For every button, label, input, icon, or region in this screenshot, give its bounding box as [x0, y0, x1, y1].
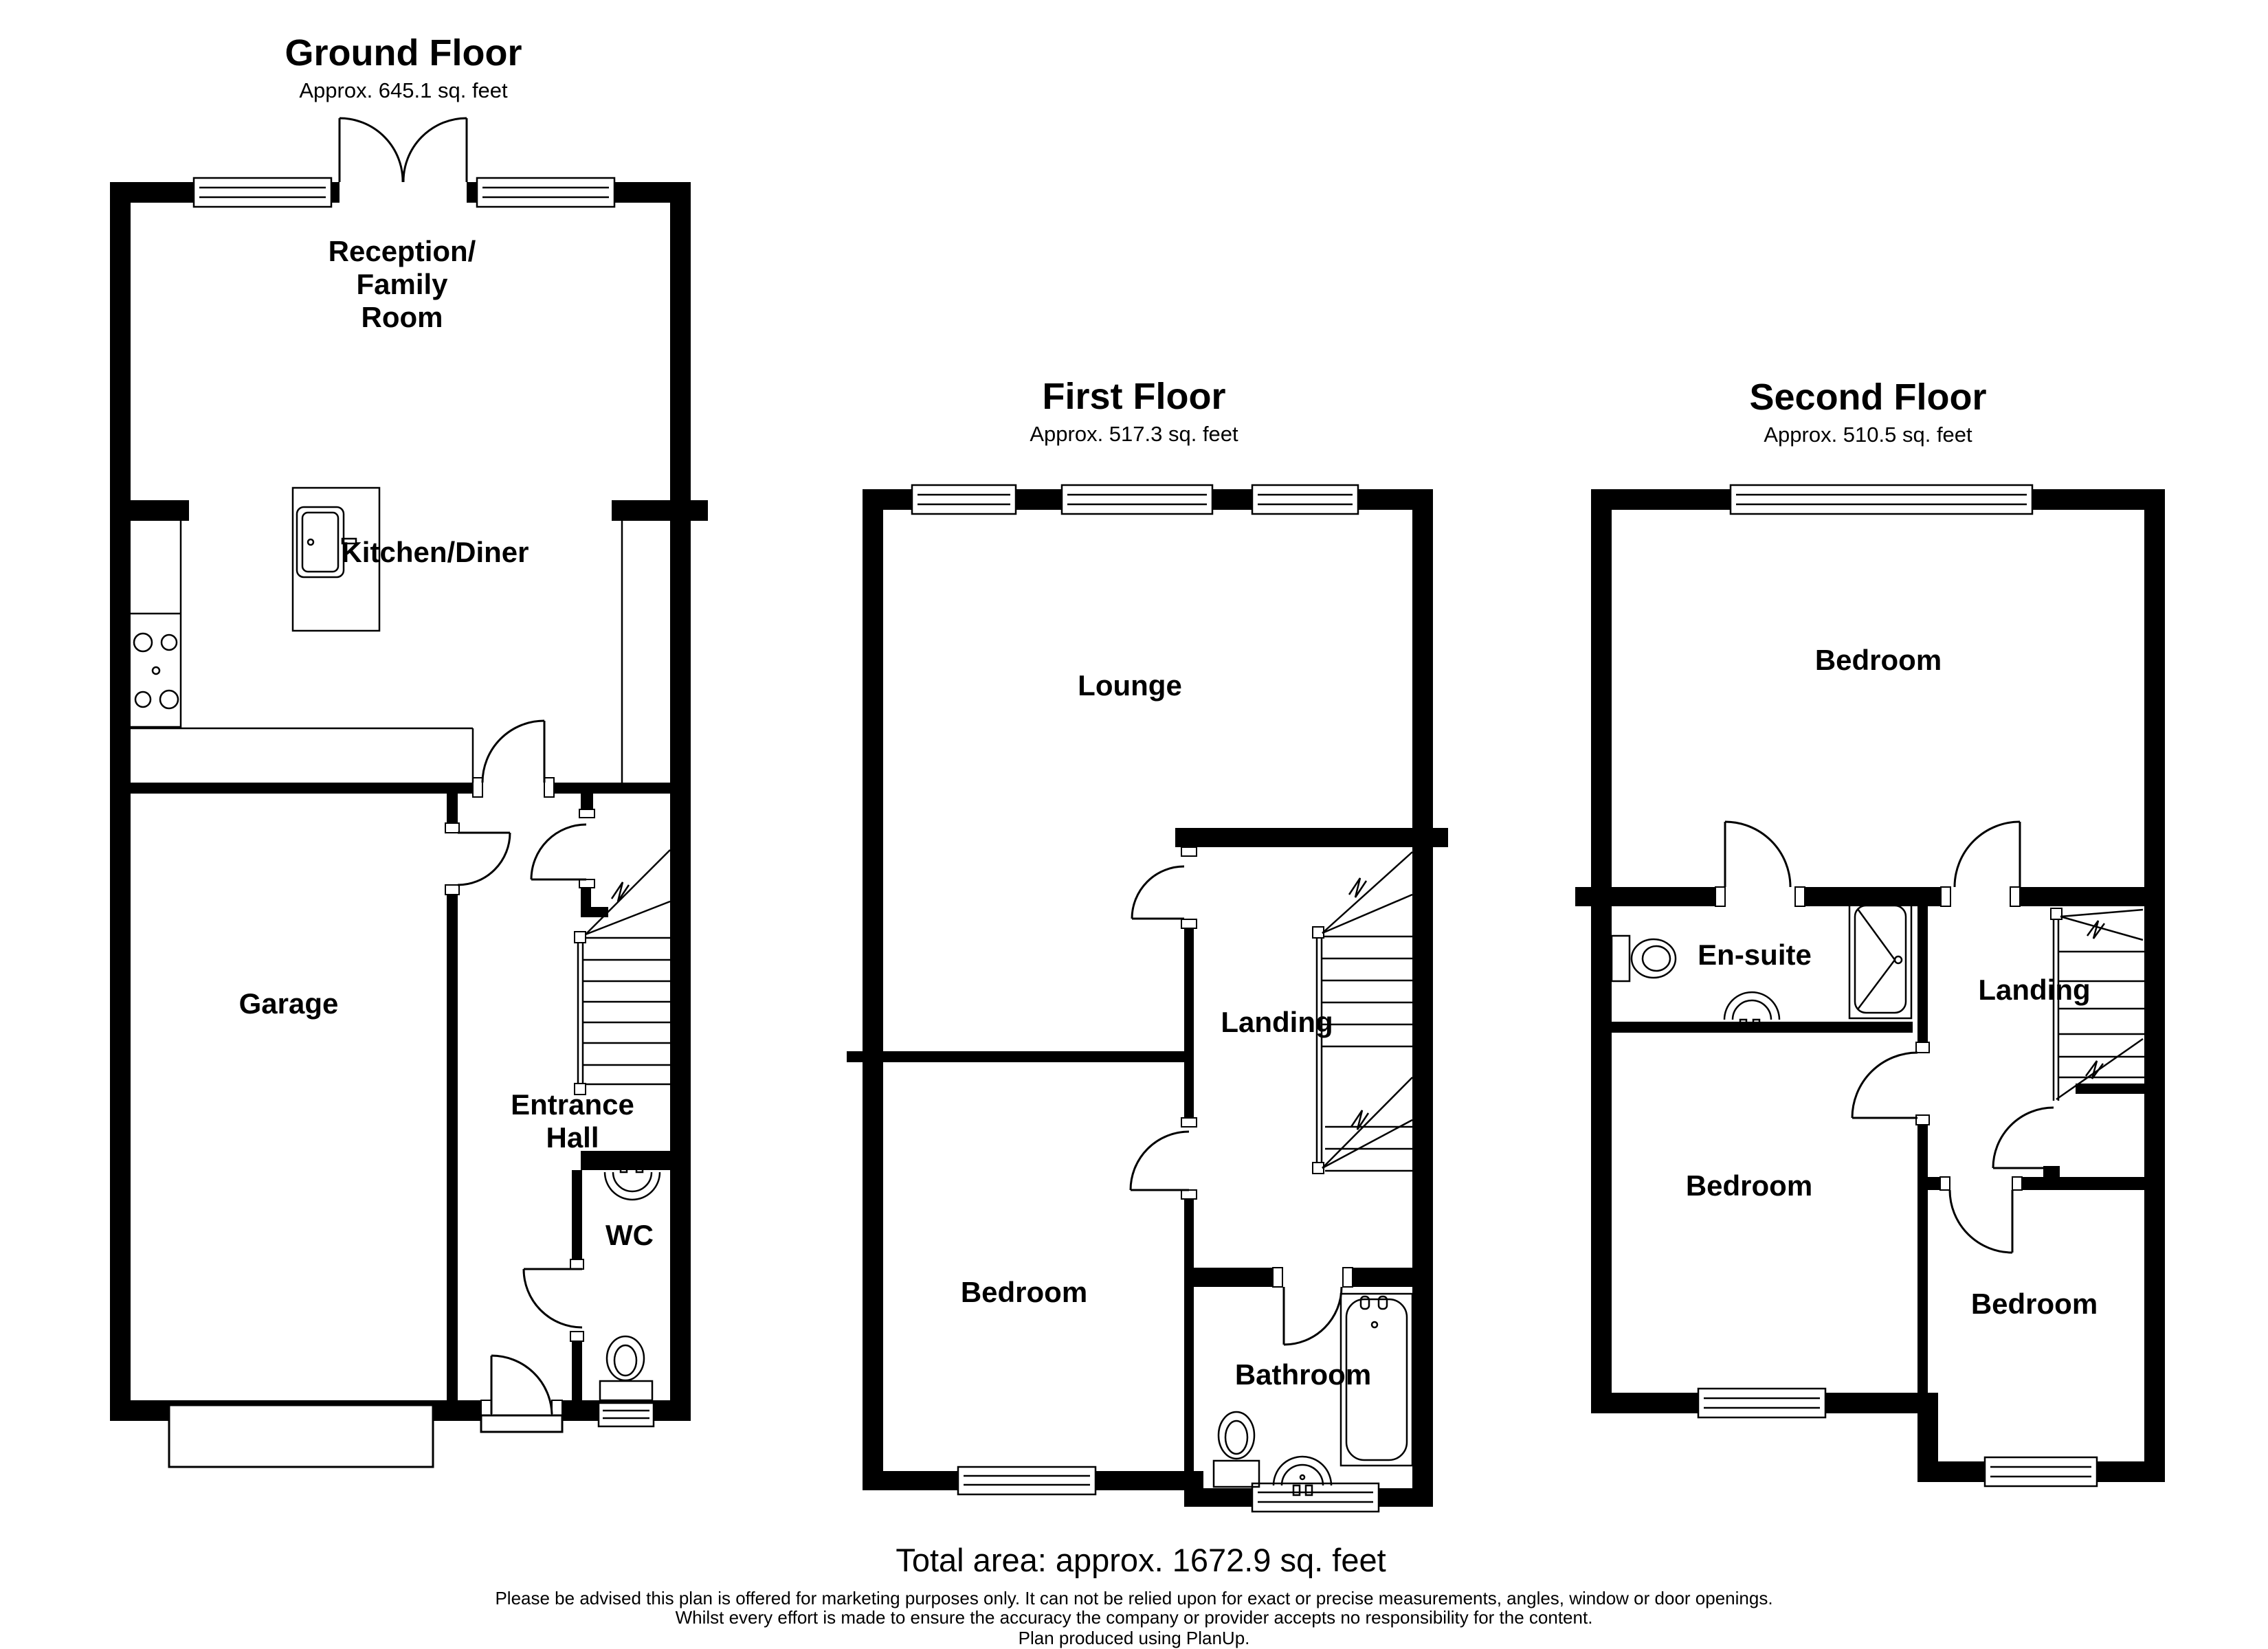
toilet-icon [1212, 1411, 1260, 1488]
garage-door [168, 1404, 434, 1468]
window [192, 177, 333, 208]
window [597, 1402, 655, 1428]
room-label-wc: WC [605, 1219, 654, 1251]
toilet-icon [599, 1335, 654, 1402]
door-swing [1992, 1106, 2054, 1169]
disclaimer-line-1: Please be advised this plan is offered f… [495, 1588, 1772, 1608]
door-swing [445, 822, 511, 895]
ground-floor-title: Ground Floor [285, 32, 522, 74]
sink-icon [1723, 991, 1781, 1031]
first-floor-title: First Floor [1043, 376, 1226, 417]
first-floor-plan: First Floor Approx. 517.3 sq. feet [847, 376, 1448, 1513]
window [957, 1466, 1097, 1496]
second-floor-title: Second Floor [1749, 377, 1986, 418]
ground-interior-walls [110, 500, 708, 1400]
disclaimer-line-3: Plan produced using PlanUp. [1019, 1628, 1250, 1648]
first-interior-walls [847, 828, 1448, 1471]
kitchen-island [291, 486, 381, 632]
door-swing [1939, 1176, 2023, 1254]
second-floor-plan: Second Floor Approx. 510.5 sq. feet [1575, 377, 2165, 1488]
window [1729, 484, 2034, 515]
stairs-icon [574, 849, 671, 1095]
ground-exterior-walls [110, 182, 691, 1421]
room-label-reception-1: Reception/ [329, 235, 476, 267]
ground-wall-openings [340, 181, 594, 1422]
bath-icon [1339, 1292, 1414, 1467]
second-exterior-walls [1591, 489, 2165, 1482]
door-swing [1129, 1117, 1197, 1200]
room-label-lounge: Lounge [1078, 669, 1182, 702]
shower-icon [1848, 899, 1913, 1020]
room-label-reception-3: Room [362, 301, 443, 333]
stairs-icon [2050, 908, 2144, 1101]
hob-icon [133, 632, 179, 710]
room-label-bedroom-right: Bedroom [1971, 1288, 2098, 1320]
room-label-bedroom-left: Bedroom [1686, 1169, 1812, 1202]
disclaimer-line-2: Whilst every effort is made to ensure th… [676, 1607, 1593, 1628]
window [1251, 1482, 1380, 1513]
window [1251, 484, 1359, 515]
stairs-icon [1312, 851, 1413, 1174]
door-swing [1851, 1042, 1930, 1125]
french-doors-swing [338, 117, 468, 183]
first-exterior-walls [863, 489, 1433, 1507]
room-label-landing-second: Landing [1978, 974, 2090, 1006]
door-swing [1131, 846, 1197, 929]
room-label-entrance-hall-1: Entrance [511, 1088, 634, 1121]
front-door-step [480, 1414, 564, 1433]
room-label-ensuite: En-suite [1698, 939, 1812, 971]
room-label-entrance-hall-2: Hall [546, 1121, 599, 1154]
window [1983, 1456, 2098, 1488]
room-label-bedroom-top: Bedroom [1815, 644, 1942, 676]
window [1697, 1387, 1827, 1419]
first-wall-openings [1183, 855, 1343, 1288]
toilet-icon [1610, 934, 1677, 983]
kitchen-counter [131, 521, 623, 783]
second-wall-openings [1725, 886, 2020, 1191]
door-swing [522, 1259, 584, 1342]
room-label-garage: Garage [239, 987, 339, 1020]
room-label-kitchen: Kitchen/Diner [341, 536, 529, 568]
total-area-label: Total area: approx. 1672.9 sq. feet [896, 1542, 1386, 1578]
door-swing [530, 809, 595, 888]
footer: Total area: approx. 1672.9 sq. feet Plea… [495, 1542, 1772, 1648]
room-label-bedroom-first: Bedroom [961, 1276, 1087, 1308]
door-swing [1940, 820, 2021, 907]
sink-icon [603, 1161, 661, 1201]
second-floor-area: Approx. 510.5 sq. feet [1764, 423, 1972, 447]
window [911, 484, 1017, 515]
window [1060, 484, 1214, 515]
ground-floor-area: Approx. 645.1 sq. feet [299, 78, 508, 102]
first-floor-area: Approx. 517.3 sq. feet [1030, 422, 1238, 446]
window [476, 177, 616, 208]
room-label-landing-first: Landing [1221, 1006, 1333, 1038]
door-swing [1715, 820, 1805, 907]
ground-floor-plan: Ground Floor Approx. 645.1 sq. feet [110, 32, 708, 1468]
room-label-reception-2: Family [356, 268, 448, 300]
sink-icon [1272, 1455, 1333, 1496]
door-swing [472, 719, 555, 798]
room-label-bathroom: Bathroom [1235, 1358, 1371, 1391]
